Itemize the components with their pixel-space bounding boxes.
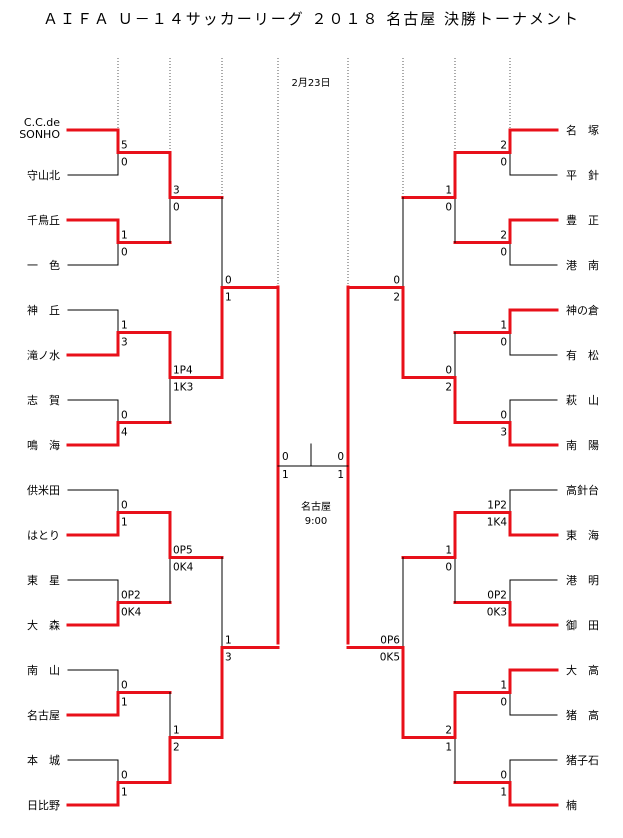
final-time: 9:00: [305, 516, 327, 527]
right-score-bottom: 1K4: [487, 517, 508, 529]
left-team-name: 一 色: [27, 258, 60, 272]
right-score-bottom: 0K3: [487, 607, 507, 619]
left-team-name: はとり: [27, 529, 60, 542]
right-team-name: 港 明: [566, 574, 599, 587]
left-score-bottom: 0K4: [121, 607, 142, 619]
left-team-name: 神 丘: [27, 303, 60, 317]
left-score-top: 1: [121, 320, 128, 332]
left-score-top: 1: [225, 635, 232, 647]
right-score-top: 1: [500, 680, 507, 692]
right-team-name: 平 針: [566, 168, 599, 182]
left-score-bottom: 0: [121, 247, 128, 259]
right-team-name: 有 松: [566, 348, 599, 362]
right-score-bottom: 0K5: [380, 652, 400, 664]
left-score-top: 0P5: [173, 545, 193, 557]
left-team-name: 名古屋: [27, 708, 60, 722]
right-team-name: 猪子石: [566, 754, 599, 767]
right-score-bottom: 0: [445, 202, 452, 214]
left-team-name: 滝ノ水: [27, 349, 60, 362]
left-score-top: 3: [173, 185, 180, 197]
right-score-bottom: 0: [445, 562, 452, 574]
right-score-bottom: 1: [500, 787, 507, 799]
left-score-bottom: 0K4: [173, 562, 194, 574]
right-score-bottom: 3: [500, 427, 507, 439]
left-team-name: SONHO: [19, 128, 60, 141]
left-team-name: 本 城: [27, 753, 60, 767]
date-label: 2月23日: [291, 77, 330, 89]
left-score-bottom: 1: [225, 292, 232, 304]
final-score-right-top: 0: [337, 451, 344, 463]
right-score-top: 0P2: [487, 590, 507, 602]
left-score-bottom: 1: [121, 697, 128, 709]
left-score-bottom: 0: [173, 202, 180, 214]
right-score-top: 0: [500, 770, 507, 782]
left-score-bottom: 0: [121, 157, 128, 169]
right-score-top: 0P6: [380, 635, 400, 647]
right-team-name: 楠: [566, 798, 577, 812]
right-team-name: 萩 山: [566, 394, 599, 407]
page-title: ＡＩＦＡ Ｕ－１４サッカーリーグ ２０１８ 名古屋 決勝トーナメント: [42, 10, 581, 28]
left-team-name: 日比野: [27, 799, 60, 812]
left-score-top: 1P4: [173, 365, 193, 377]
left-score-top: 0P2: [121, 590, 141, 602]
left-team-name: C.C.de: [24, 116, 60, 129]
right-score-top: 1: [445, 545, 452, 557]
right-score-bottom: 0: [500, 247, 507, 259]
left-score-bottom: 1: [121, 787, 128, 799]
final-score-left-bottom: 1: [282, 469, 289, 481]
left-score-bottom: 1: [121, 517, 128, 529]
right-score-bottom: 0: [500, 157, 507, 169]
right-score-top: 1: [500, 320, 507, 332]
right-score-top: 0: [445, 365, 452, 377]
left-score-top: 0: [121, 500, 128, 512]
final-score-right-bottom: 1: [337, 469, 344, 481]
final-venue: 名古屋: [301, 500, 331, 513]
left-score-bottom: 2: [173, 742, 180, 754]
left-team-name: 供米田: [27, 483, 60, 497]
right-team-name: 御 田: [566, 618, 599, 632]
right-team-name: 名 塚: [566, 123, 599, 137]
right-score-top: 2: [445, 725, 452, 737]
left-score-top: 5: [121, 140, 128, 152]
left-team-name: 千鳥丘: [27, 213, 60, 227]
right-score-top: 0: [500, 410, 507, 422]
left-score-top: 0: [121, 770, 128, 782]
left-score-top: 0: [121, 410, 128, 422]
left-team-name: 志 賀: [27, 394, 60, 407]
left-score-top: 1: [173, 725, 180, 737]
right-score-top: 2: [500, 140, 507, 152]
right-team-name: 大 高: [566, 663, 599, 677]
right-score-bottom: 0: [500, 337, 507, 349]
right-score-bottom: 2: [393, 292, 400, 304]
right-team-name: 神の倉: [566, 303, 599, 317]
right-team-name: 猪 高: [566, 708, 599, 722]
left-score-top: 0: [225, 275, 232, 287]
right-team-name: 東 海: [566, 528, 599, 542]
right-score-top: 1: [445, 185, 452, 197]
left-team-name: 東 星: [27, 574, 60, 587]
left-team-name: 南 山: [27, 664, 60, 677]
left-score-top: 0: [121, 680, 128, 692]
right-team-name: 豊 正: [566, 214, 599, 227]
right-score-bottom: 1: [445, 742, 452, 754]
right-team-name: 南 陽: [566, 439, 599, 452]
left-score-bottom: 1K3: [173, 382, 193, 394]
right-score-top: 1P2: [487, 500, 507, 512]
left-score-bottom: 4: [121, 427, 128, 439]
left-score-bottom: 3: [121, 337, 128, 349]
left-team-name: 大 森: [27, 618, 60, 632]
left-team-name: 鳴 海: [27, 438, 60, 452]
right-score-bottom: 2: [445, 382, 452, 394]
right-score-top: 0: [393, 275, 400, 287]
right-score-bottom: 0: [500, 697, 507, 709]
left-team-name: 守山北: [27, 168, 60, 182]
right-score-top: 2: [500, 230, 507, 242]
right-team-name: 港 南: [566, 259, 599, 272]
final-score-left-top: 0: [282, 451, 289, 463]
left-score-top: 1: [121, 230, 128, 242]
left-score-bottom: 3: [225, 652, 232, 664]
right-team-name: 高針台: [566, 483, 599, 497]
